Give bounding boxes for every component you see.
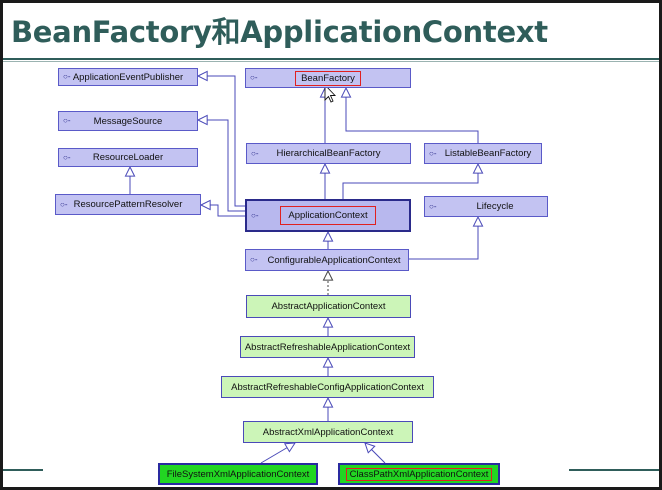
box-label: ResourcePatternResolver — [73, 199, 183, 210]
box-label: ResourceLoader — [92, 152, 164, 163]
box-application-context: ○- ApplicationContext — [245, 199, 411, 232]
box-bean-factory: ○- BeanFactory — [245, 68, 411, 88]
box-label: ListableBeanFactory — [444, 148, 532, 159]
bottom-left-rule — [3, 469, 43, 471]
box-label: AbstractRefreshableApplicationContext — [244, 341, 411, 353]
box-hierarchical-bean-factory: ○- HierarchicalBeanFactory — [246, 143, 411, 164]
box-label: Lifecycle — [476, 201, 514, 212]
box-resource-loader: ○- ResourceLoader — [58, 148, 198, 167]
box-abstract-refreshable-config-application-context: AbstractRefreshableConfigApplicationCont… — [221, 376, 434, 398]
interface-icon: ○- — [63, 152, 71, 162]
interface-icon: ○- — [63, 116, 71, 126]
box-label: AbstractApplicationContext — [271, 301, 386, 312]
box-label: MessageSource — [93, 115, 163, 127]
box-label-highlighted: ClassPathXmlApplicationContext — [345, 467, 493, 481]
inheritance-lines — [3, 3, 659, 464]
box-label-highlighted: ApplicationContext — [280, 206, 376, 225]
box-label: AbstractXmlApplicationContext — [262, 426, 394, 438]
edge-listable-to-beanfactory — [346, 88, 479, 143]
box-application-event-publisher: ○- ApplicationEventPublisher — [58, 68, 198, 86]
title-underline — [3, 58, 659, 60]
box-label-highlighted: BeanFactory — [295, 70, 361, 86]
box-abstract-application-context: AbstractApplicationContext — [246, 295, 411, 318]
interface-icon: ○- — [251, 148, 259, 158]
box-class-path-xml-application-context: ClassPathXmlApplicationContext — [338, 463, 500, 485]
box-label: ApplicationEventPublisher — [72, 71, 184, 83]
box-label: AbstractRefreshableConfigApplicationCont… — [231, 381, 424, 393]
interface-icon: ○- — [429, 148, 437, 158]
box-label: HierarchicalBeanFactory — [276, 148, 381, 159]
box-configurable-application-context: ○- ConfigurableApplicationContext — [245, 249, 409, 271]
title-underline-thin — [3, 61, 659, 62]
interface-icon: ○- — [251, 210, 259, 220]
edge-appcontext-to-resolver — [201, 205, 245, 217]
box-label: ConfigurableApplicationContext — [267, 254, 401, 266]
edge-appcontext-to-publisher — [198, 76, 245, 207]
box-resource-pattern-resolver: ○- ResourcePatternResolver — [55, 194, 201, 215]
edge-configurable-to-lifecycle — [409, 217, 478, 260]
slide-title: BeanFactory和ApplicationContext — [11, 15, 548, 49]
edge-appcontext-to-listable — [342, 164, 478, 199]
bottom-right-rule — [569, 469, 659, 471]
box-label: FileSystemXmlApplicationContext — [166, 468, 310, 480]
edge-classpath-to-xml — [365, 443, 386, 464]
mouse-cursor-icon — [324, 83, 337, 103]
edge-appcontext-to-messagesource — [198, 120, 245, 212]
edge-filesystem-to-xml — [260, 443, 295, 464]
interface-icon: ○- — [429, 201, 437, 211]
box-abstract-xml-application-context: AbstractXmlApplicationContext — [243, 421, 413, 443]
interface-icon: ○- — [250, 73, 258, 83]
interface-icon: ○- — [60, 199, 68, 209]
box-lifecycle: ○- Lifecycle — [424, 196, 548, 217]
box-listable-bean-factory: ○- ListableBeanFactory — [424, 143, 542, 164]
box-abstract-refreshable-application-context: AbstractRefreshableApplicationContext — [240, 336, 415, 358]
interface-icon: ○- — [250, 255, 258, 265]
interface-icon: ○- — [63, 72, 71, 82]
box-message-source: ○- MessageSource — [58, 111, 198, 131]
box-file-system-xml-application-context: FileSystemXmlApplicationContext — [158, 463, 318, 485]
